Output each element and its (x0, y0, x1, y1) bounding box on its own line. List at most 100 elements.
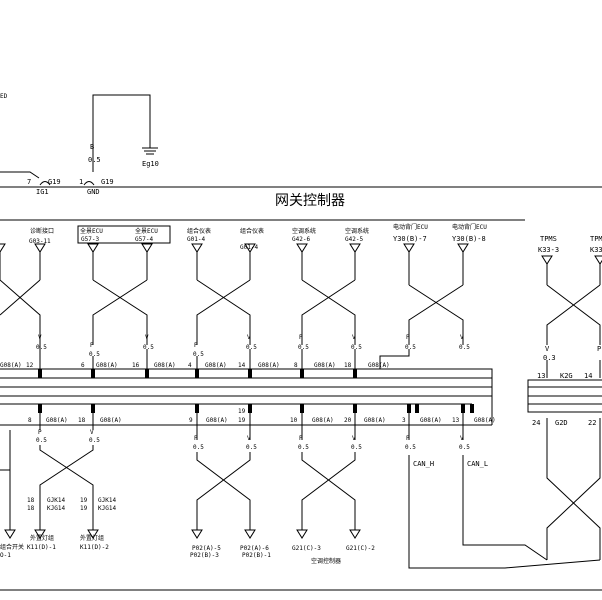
upper-conn: G08(A) (154, 362, 176, 369)
wire-v: V (460, 435, 464, 442)
top-section (0, 94, 602, 188)
module-code-6: G42-6 (292, 236, 310, 243)
ground-eg10-label: Eg10 (142, 160, 159, 168)
ext-light-label-2: 外置灯组 (80, 534, 104, 542)
right-block (527, 360, 602, 560)
lower-pin-19b: 19 (80, 505, 88, 512)
module-label-8: 电动背门ECU (393, 223, 428, 231)
wire-size: 0.5 (193, 351, 204, 358)
upper-pin-2: 6 (81, 362, 85, 369)
lower-wire-labels: P 0.5 V 0.5 P 0.5 V 0.5 P 0.5 V 0.5 P 0.… (36, 429, 470, 451)
wire-color-b: B (90, 143, 94, 151)
wire-size-label: 0.5 (88, 156, 101, 164)
module-code-11: K33 (590, 246, 602, 254)
can-h-label: CAN_H (413, 460, 434, 468)
kjg14-left: KJG14 (47, 505, 65, 512)
lower-labels: 18 GJK14 18 KJG14 19 GJK14 19 KJG14 组合开关… (0, 497, 375, 565)
lower-bus-labels: 19 8 G08(A) 18 G08(A) 9 G08(A) 19 10 G08… (28, 408, 496, 424)
ext-light-code-2: K11(D)-2 (80, 544, 109, 551)
wire-p: P (299, 435, 303, 442)
lower-conn: G08(A) (100, 417, 122, 424)
wire-size: 0.5 (193, 444, 204, 451)
wire-p: P (38, 429, 42, 436)
gnd-connector: G19 (101, 178, 114, 186)
wire-p: P (406, 334, 410, 341)
lower-pin-7: 3 (402, 417, 406, 424)
module-label-3: 全景ECU (135, 227, 158, 235)
lower-pin-3: 9 (189, 417, 193, 424)
upper-conn: G08(A) (258, 362, 280, 369)
lower-pin-19: 19 (80, 497, 88, 504)
g2d-pin-22: 22 (588, 419, 596, 427)
lower-pin-19-top: 19 (238, 408, 246, 415)
tpms-wire-p: P (597, 345, 601, 353)
lower-bus (0, 403, 492, 440)
wire-v: V (247, 435, 251, 442)
upper-conn: G08(A) (368, 362, 390, 369)
upper-conn: G08(A) (205, 362, 227, 369)
upper-bus-labels: G08(A) 12 6 G08(A) 16 G08(A) 4 G08(A) 14… (0, 362, 390, 369)
ig1-pin: 7 (27, 178, 31, 186)
module-label-1: 诊断接口 (30, 227, 54, 235)
wire-size: 0.5 (143, 344, 154, 351)
wire-size: 0.5 (351, 344, 362, 351)
module-label-6: 空调系统 (292, 227, 316, 235)
k2g-label: K2G (560, 372, 573, 380)
gateway-frame (0, 219, 602, 591)
g2d-label: G2D (555, 419, 568, 427)
p02-a2-code: P02(B)-3 (190, 552, 219, 559)
wire-v: V (247, 334, 251, 341)
lower-twisted-pairs (0, 430, 361, 539)
ig1-connector: G19 (48, 178, 61, 186)
module-code-8: Y30(B)-7 (393, 235, 427, 243)
lower-pin-18b: 18 (27, 505, 35, 512)
module-label-9: 电动背门ECU (452, 223, 487, 231)
frag-ed-label: ED (0, 93, 8, 100)
upper-wire-labels: V 0.5 P 0.5 V 0.5 P 0.5 V 0.5 P 0.5 V 0.… (36, 334, 601, 362)
wire-p: P (90, 342, 94, 349)
module-code-1: G03-11 (29, 238, 51, 245)
ext-light-label-1: 外置灯组 (30, 534, 54, 542)
wire-size: 0.5 (351, 444, 362, 451)
lower-conn: G08(A) (206, 417, 228, 424)
can-l-label: CAN_L (467, 460, 488, 468)
gateway-title: 网关控制器 (275, 193, 345, 209)
lower-conn: G08(A) (312, 417, 334, 424)
upper-pin-4: 4 (188, 362, 192, 369)
gnd-pin: 1 (79, 178, 83, 186)
upper-pin-6: 8 (294, 362, 298, 369)
module-label-10: TPMS (540, 235, 557, 243)
module-labels: 诊断接口 G03-11 全景ECU G57-3 全景ECU G57-4 组合仪表… (29, 223, 602, 254)
gjk14-right: GJK14 (98, 497, 116, 504)
wire-size: 0.5 (298, 444, 309, 451)
lower-conn: G08(A) (364, 417, 386, 424)
module-code-5: G01-4 (240, 244, 258, 251)
upper-bus-splices (38, 369, 357, 378)
lower-pin-2: 18 (78, 417, 86, 424)
can-lines (408, 455, 601, 569)
wire-v: V (145, 334, 149, 341)
lower-conn: G08(A) (46, 417, 68, 424)
g21-a-code: G21(C)-3 (292, 545, 321, 552)
upper-conn: G08(A) (96, 362, 118, 369)
upper-pin-1: 12 (26, 362, 34, 369)
lower-pin-8: 13 (452, 417, 460, 424)
wire-p: P (299, 334, 303, 341)
p02-a-code: P02(A)-5 (192, 545, 221, 552)
p02-b2-code: P02(B)-1 (242, 552, 271, 559)
wire-size: 0.5 (298, 344, 309, 351)
wire-v: V (90, 429, 94, 436)
k2g-pin-13: 13 (537, 372, 545, 380)
wire-size: 0.5 (246, 444, 257, 451)
wire-p: P (194, 342, 198, 349)
lower-pin-1: 8 (28, 417, 32, 424)
wire-size: 0.5 (89, 351, 100, 358)
wire-p: P (194, 435, 198, 442)
module-label-5: 组合仪表 (240, 227, 264, 235)
tpms-wire-size: 0.3 (543, 354, 556, 362)
g2d-pin-24: 24 (532, 419, 540, 427)
g21-b-code: G21(C)-2 (346, 545, 375, 552)
upper-bus (0, 345, 493, 425)
module-label-4: 组合仪表 (187, 227, 211, 235)
